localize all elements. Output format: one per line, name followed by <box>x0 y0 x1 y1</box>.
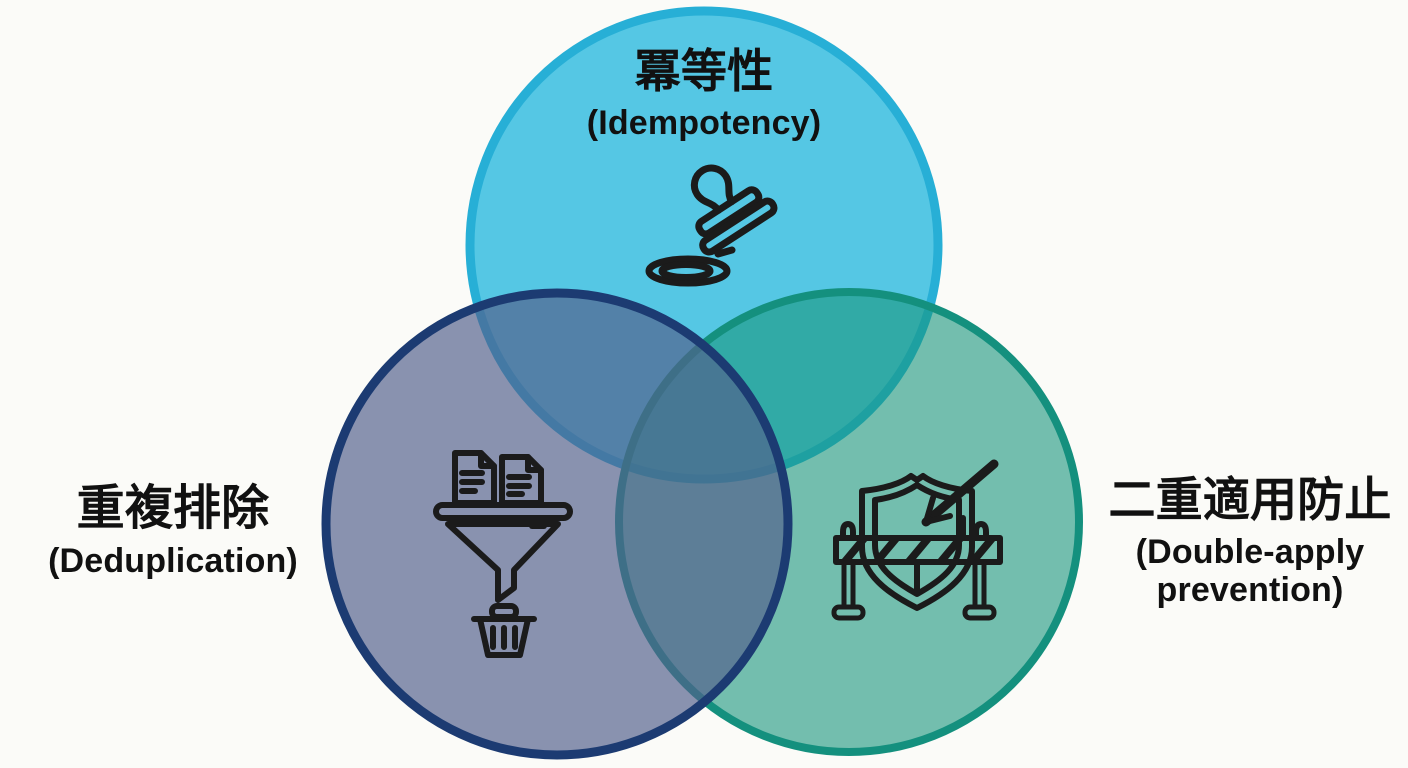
label-deduplication-en: (Deduplication) <box>48 541 298 580</box>
label-idempotency-ja: 冪等性 <box>634 45 774 97</box>
label-deduplication: 重複排除 (Deduplication) <box>8 482 338 580</box>
barrier-stripes <box>842 541 995 559</box>
label-idempotency-en: (Idempotency) <box>586 103 822 142</box>
label-double-apply-en-line1: (Double-apply <box>1135 532 1365 571</box>
label-double-apply-en-line2: prevention) <box>1156 570 1344 609</box>
stamp-icon <box>630 158 810 303</box>
label-idempotency: 冪等性 (Idempotency) <box>504 45 904 142</box>
shield-barrier-icon <box>822 452 1017 630</box>
label-deduplication-ja: 重複排除 <box>76 482 270 535</box>
label-double-apply-ja: 二重適用防止 <box>1108 473 1392 526</box>
funnel-trash-icon <box>432 448 577 660</box>
label-double-apply-prevention: 二重適用防止 (Double-apply prevention) <box>1094 473 1406 609</box>
